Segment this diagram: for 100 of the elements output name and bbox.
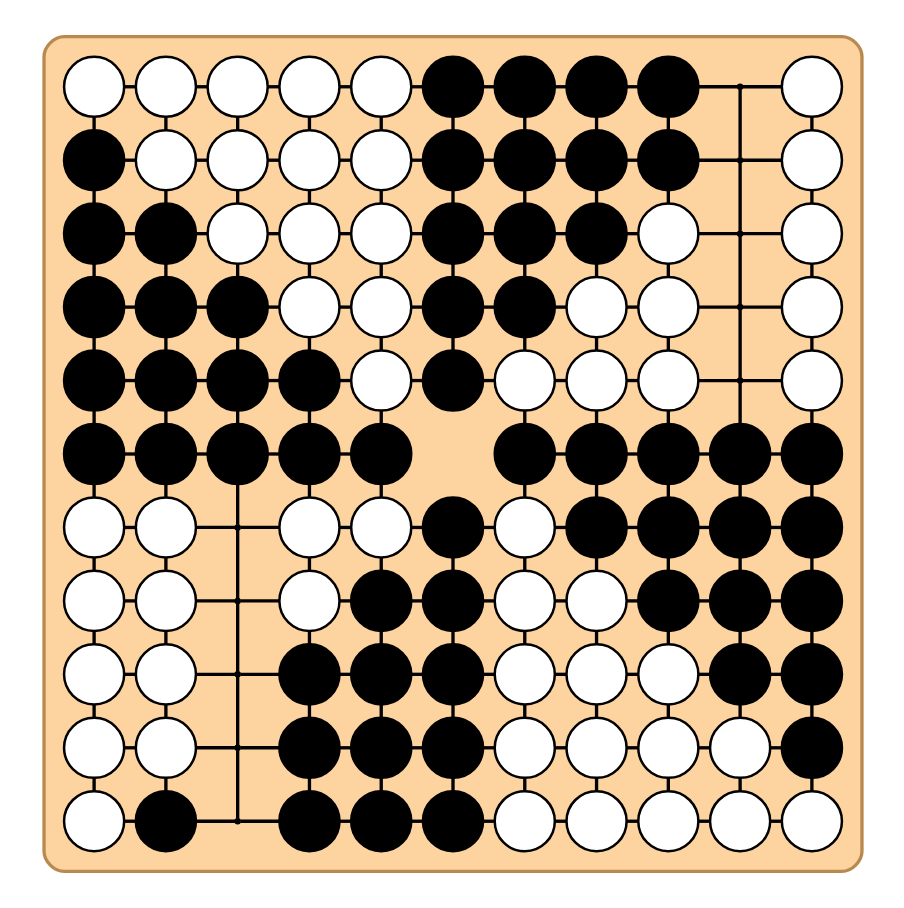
- node-disc: [61, 275, 125, 339]
- node-circle: [277, 496, 340, 559]
- node-disc: [492, 128, 556, 192]
- connector: [522, 557, 526, 571]
- node-circle: [277, 569, 340, 633]
- node-disc: [420, 275, 484, 339]
- connector: [235, 410, 239, 424]
- connector: [665, 263, 669, 277]
- connector: [123, 452, 135, 456]
- connector: [737, 777, 741, 791]
- connector: [91, 631, 95, 644]
- connector: [593, 484, 598, 498]
- node-point: [233, 524, 240, 531]
- node-circle: [779, 202, 843, 265]
- node-disc: [205, 422, 268, 486]
- cluster: [41, 35, 863, 873]
- connector: [306, 410, 311, 424]
- connector: [450, 263, 454, 277]
- connector: [522, 263, 526, 277]
- connector: [195, 599, 235, 603]
- connector: [338, 305, 350, 309]
- connector: [163, 116, 167, 130]
- connector: [554, 599, 566, 603]
- node-disc: [779, 569, 843, 633]
- node-circle: [636, 716, 699, 780]
- node-point: [735, 230, 743, 237]
- node-circle: [636, 349, 699, 412]
- node-circle: [492, 716, 556, 780]
- node-point: [233, 671, 240, 678]
- connector: [809, 631, 813, 644]
- connector: [410, 305, 422, 309]
- connector: [306, 557, 311, 571]
- node-circle: [492, 789, 556, 853]
- connector: [665, 777, 669, 791]
- node-disc: [277, 643, 340, 706]
- connector: [665, 337, 669, 351]
- connector: [306, 777, 311, 791]
- connector: [450, 631, 454, 644]
- node-circle: [133, 55, 197, 119]
- node-circle: [348, 202, 412, 265]
- connector: [737, 704, 741, 718]
- node-disc: [564, 496, 627, 559]
- node-disc: [420, 569, 484, 633]
- node-circle: [636, 202, 699, 265]
- connector: [809, 704, 813, 718]
- connector: [741, 232, 781, 236]
- node-disc: [779, 643, 843, 706]
- node-disc: [492, 55, 556, 119]
- connector: [195, 525, 235, 530]
- node-disc: [420, 789, 484, 853]
- connector: [91, 190, 95, 204]
- node-circle: [61, 496, 125, 559]
- node-circle: [636, 643, 699, 706]
- connector: [163, 557, 167, 571]
- node-disc: [277, 716, 340, 780]
- connector: [450, 557, 454, 571]
- connector: [482, 305, 494, 309]
- connector: [163, 631, 167, 644]
- connector: [593, 337, 598, 351]
- connector: [450, 777, 454, 791]
- connector: [737, 89, 741, 158]
- connector: [123, 305, 135, 309]
- connector: [239, 525, 279, 530]
- connector: [737, 383, 741, 424]
- connector: [697, 158, 737, 162]
- connector: [378, 190, 382, 204]
- node-disc: [636, 496, 699, 559]
- connector: [235, 190, 239, 204]
- connector: [195, 452, 207, 456]
- node-disc: [492, 202, 556, 265]
- connector: [91, 263, 95, 277]
- connector: [239, 599, 279, 603]
- node-disc: [707, 643, 771, 706]
- node-disc: [420, 128, 484, 192]
- connector: [163, 410, 167, 424]
- connector: [554, 452, 566, 456]
- connector: [593, 777, 598, 791]
- connector: [741, 85, 781, 89]
- node-disc: [348, 716, 412, 780]
- node-disc: [420, 349, 484, 412]
- node-circle: [707, 789, 771, 853]
- connector: [522, 484, 526, 498]
- connector: [378, 410, 382, 424]
- node-disc: [636, 55, 699, 119]
- node-circle: [779, 55, 843, 119]
- connector: [522, 631, 526, 644]
- connector: [522, 116, 526, 130]
- connector: [697, 452, 709, 456]
- connector: [378, 631, 382, 644]
- connector: [91, 116, 95, 130]
- connector: [378, 116, 382, 130]
- connector: [91, 557, 95, 571]
- node-disc: [420, 643, 484, 706]
- node-point: [735, 156, 743, 164]
- node-disc: [707, 422, 771, 486]
- connector: [195, 819, 235, 823]
- node-disc: [277, 789, 340, 853]
- connector: [809, 263, 813, 277]
- connector: [697, 232, 737, 236]
- connector: [266, 452, 278, 456]
